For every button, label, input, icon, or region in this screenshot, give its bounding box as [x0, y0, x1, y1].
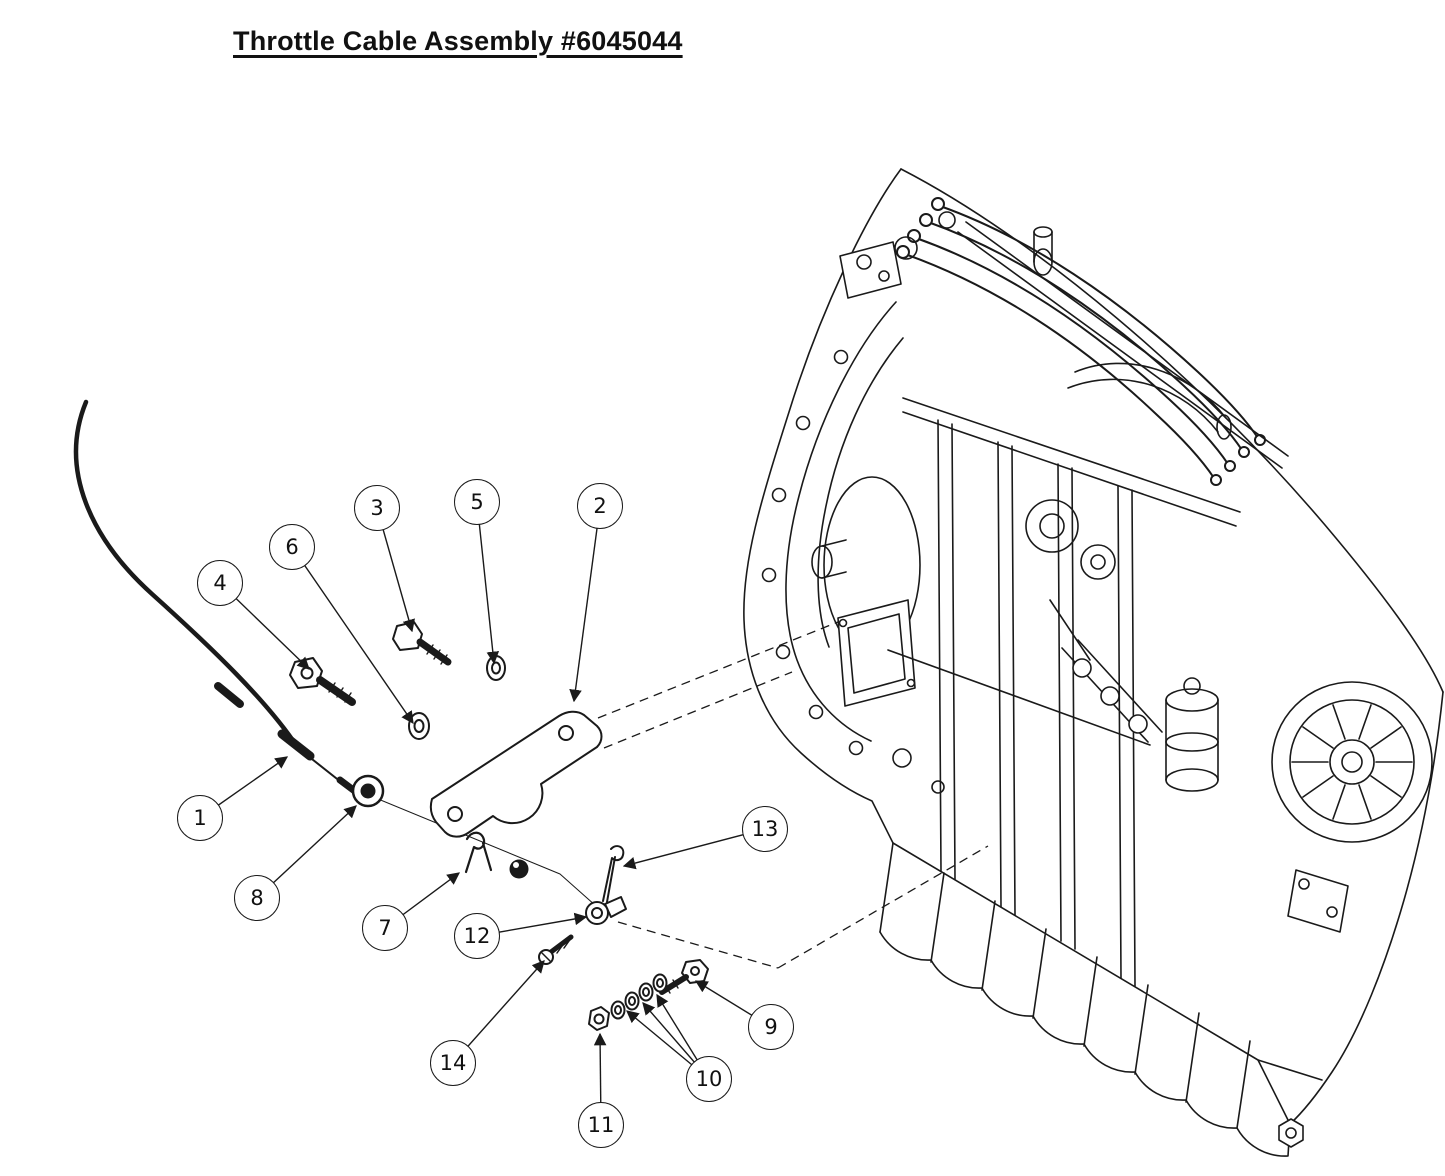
engine-upper-left-details [811, 241, 902, 579]
grommet-part-8 [351, 774, 385, 808]
alignment-dashed-lines [597, 621, 989, 969]
callout-2: 2 [577, 483, 623, 529]
bolt-part-9 [659, 959, 709, 995]
callout-label: 12 [463, 924, 491, 948]
assembly-axis-line [348, 786, 597, 907]
diagram-title: Throttle Cable Assembly #6045044 [233, 26, 683, 56]
ball-stud-part [509, 859, 529, 879]
fuel-filter [1165, 677, 1219, 792]
callout-label: 8 [250, 886, 264, 910]
injection-pump-linkage [1025, 499, 1163, 743]
callout-9: 9 [748, 1004, 794, 1050]
washers-part-10 [610, 973, 668, 1020]
callout-12: 12 [454, 913, 500, 959]
callout-label: 4 [213, 571, 227, 595]
bracket-part-2 [429, 710, 603, 838]
callout-13: 13 [742, 806, 788, 852]
callout-1: 1 [177, 795, 223, 841]
callout-label: 11 [587, 1113, 615, 1137]
flywheel-housing [761, 301, 945, 794]
callout-label: 5 [470, 490, 484, 514]
callout-11: 11 [578, 1102, 624, 1148]
callout-label: 9 [764, 1015, 778, 1039]
valve-cover-details [894, 211, 1289, 469]
callout-label: 6 [285, 535, 299, 559]
callout-14: 14 [430, 1040, 476, 1086]
callout-label: 13 [751, 817, 779, 841]
callout-6: 6 [269, 524, 315, 570]
callout-label: 7 [378, 916, 392, 940]
washer-part-6 [408, 712, 430, 740]
engine-lower-right-details [1257, 869, 1349, 1148]
leader-5 [476, 501, 500, 665]
side-cover-port [837, 599, 916, 707]
callout-7: 7 [362, 905, 408, 951]
leader-6 [291, 546, 414, 725]
callout-label: 10 [695, 1067, 723, 1091]
callout-10: 10 [686, 1056, 732, 1102]
callout-label: 14 [439, 1051, 467, 1075]
engine-outline-left [743, 168, 902, 844]
callout-3: 3 [354, 485, 400, 531]
engine-illustration [743, 168, 1444, 1157]
cotter-pin-part-13 [602, 845, 625, 903]
leader-2 [569, 505, 601, 703]
engine-block-ribs [887, 397, 1241, 987]
callout-4: 4 [197, 560, 243, 606]
callout-5: 5 [454, 479, 500, 525]
clip-part-7 [464, 831, 493, 874]
callout-label: 2 [593, 494, 607, 518]
throttle-cable-part [73, 399, 360, 796]
engine-outline-right [1289, 691, 1444, 1125]
fan-pulley [1271, 681, 1433, 843]
callout-8: 8 [234, 875, 280, 921]
callout-label: 3 [370, 496, 384, 520]
callout-label: 1 [193, 806, 207, 830]
nut-part-11 [588, 1006, 610, 1031]
leader-13 [622, 828, 766, 870]
